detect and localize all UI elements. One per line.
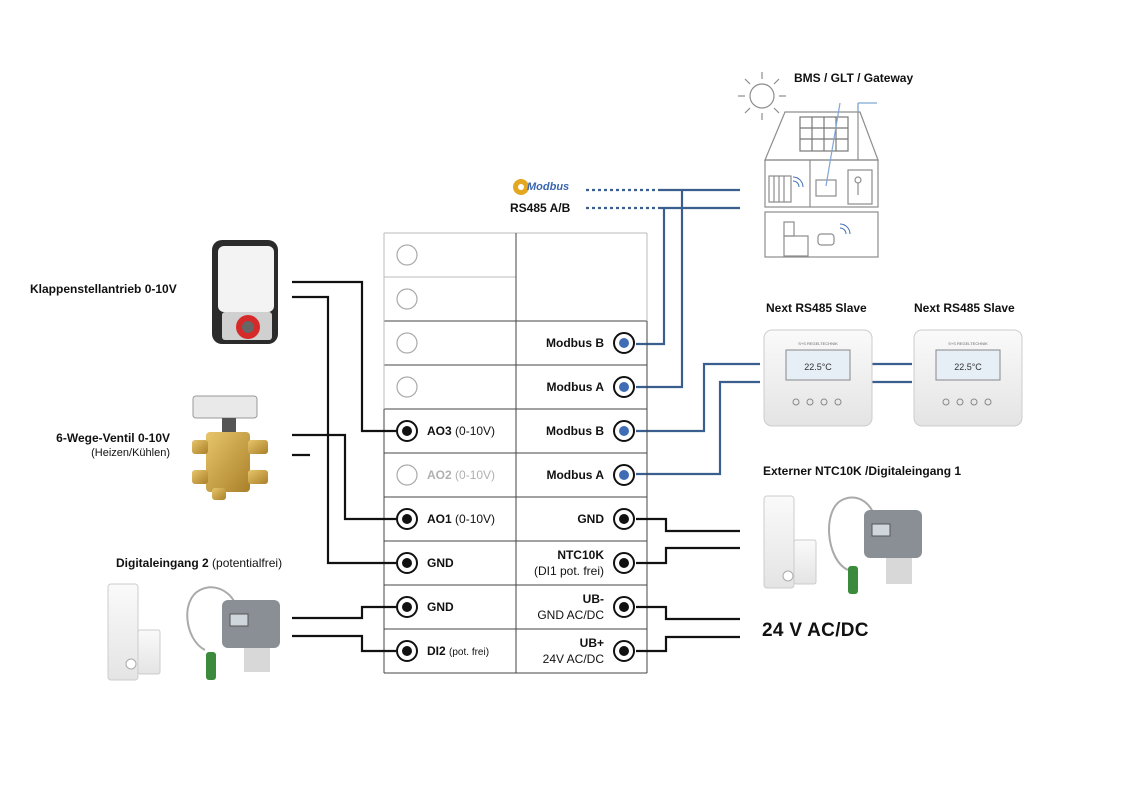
slave-1-label: Next RS485 Slave (766, 301, 867, 315)
right-wiring (636, 517, 740, 653)
six-way-valve-image (192, 395, 268, 500)
terminal-di2-name: DI2 (427, 644, 446, 658)
door-contact-image (107, 583, 161, 681)
valve-label: 6-Wege-Ventil 0-10V (56, 431, 170, 445)
rs485-slave-1-image: 22.5°C S+S REGELTECHNIK (763, 329, 873, 427)
rs485-bus (586, 188, 912, 476)
slave-2-display-reading: 22.5°C (954, 362, 982, 372)
bms-label: BMS / GLT / Gateway (794, 71, 914, 85)
ntc-sensor-probe-image (828, 496, 922, 594)
terminal-ub-plus-sub: 24V AC/DC (542, 652, 604, 666)
terminal-gnd-right: GND (577, 512, 604, 526)
terminal-modbus-b-1: Modbus B (546, 336, 604, 350)
terminal-modbus-a-1: Modbus A (546, 380, 604, 394)
modbus-gear-icon (513, 179, 529, 195)
terminal-modbus-a-2: Modbus A (546, 468, 604, 482)
power-terminals (613, 508, 635, 662)
slave-1-brand: S+S REGELTECHNIK (798, 341, 838, 346)
terminal-ntc10k: NTC10K (557, 548, 604, 562)
terminal-ub-plus: UB+ (579, 636, 604, 650)
terminal-block (383, 232, 648, 674)
terminal-ao1-name: AO1 (427, 512, 452, 526)
bms-building-icon (738, 72, 879, 258)
terminal-ao2-name: AO2 (427, 468, 452, 482)
wifi-icon (792, 176, 804, 188)
sensor-probe-image (186, 586, 280, 680)
terminal-ao1: AO1 (0-10V) (427, 512, 495, 526)
slave-2-brand: S+S REGELTECHNIK (948, 341, 988, 346)
terminal-gnd-2-name: GND (427, 600, 454, 614)
terminal-ub-minus: UB- (582, 592, 604, 606)
terminal-ao2: AO2 (0-10V) (427, 468, 495, 482)
di2-label-bold: Digitaleingang 2 (116, 556, 209, 570)
di2-label-sub: (potentialfrei) (212, 556, 283, 570)
terminal-gnd-1: GND (427, 556, 454, 570)
terminal-di2-note: (pot. frei) (449, 647, 490, 658)
unused-sockets (396, 244, 418, 486)
terminal-ao3: AO3 (0-10V) (427, 424, 495, 438)
left-wiring (292, 280, 396, 653)
rs485-slave-2-image: 22.5°C S+S REGELTECHNIK (913, 329, 1023, 427)
di2-label: Digitaleingang 2 (potentialfrei) (116, 556, 282, 570)
ntc-label: Externer NTC10K /Digitaleingang 1 (763, 464, 962, 478)
modbus-logo-text: Modbus (527, 181, 570, 193)
terminal-ao1-range: (0-10V) (455, 512, 496, 526)
terminal-ao2-range: (0-10V) (455, 468, 496, 482)
terminal-ao3-range: (0-10V) (455, 424, 496, 438)
terminal-di2: DI2 (pot. frei) (427, 644, 489, 658)
power-label: 24 V AC/DC (762, 620, 869, 641)
rs485-label: RS485 A/B (510, 201, 571, 215)
damper-actuator-image (212, 240, 278, 344)
solar-panel-icon (799, 116, 849, 152)
valve-sub-label: (Heizen/Kühlen) (91, 447, 170, 459)
ntc-door-contact-image (763, 495, 817, 589)
terminal-ao3-name: AO3 (427, 424, 452, 438)
modbus-terminals (613, 332, 635, 486)
wifi-icon (839, 223, 851, 235)
slave-2-label: Next RS485 Slave (914, 301, 1015, 315)
damper-label: Klappenstellantrieb 0-10V (30, 282, 177, 296)
slave-1-display-reading: 22.5°C (804, 362, 832, 372)
terminal-gnd-2: GND (427, 600, 454, 614)
sun-icon (738, 72, 786, 120)
terminal-ntc10k-sub: (DI1 pot. frei) (533, 564, 604, 578)
terminal-gnd-1-name: GND (427, 556, 454, 570)
terminal-modbus-b-2: Modbus B (546, 424, 604, 438)
terminal-ub-minus-sub: GND AC/DC (537, 608, 604, 622)
